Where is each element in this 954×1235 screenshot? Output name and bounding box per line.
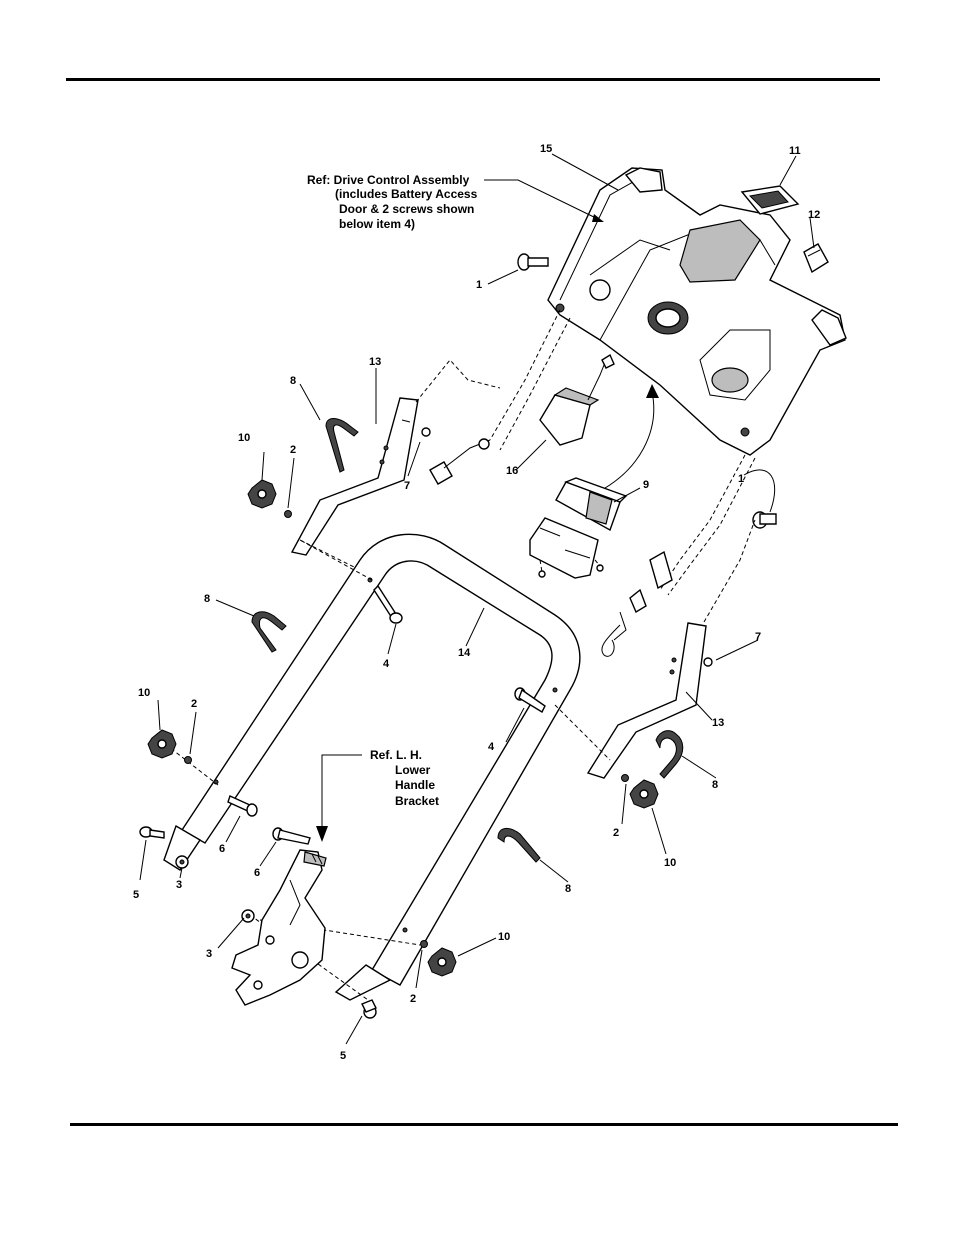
item-11-pad (742, 186, 798, 214)
callout-2-lower: 2 (410, 993, 416, 1005)
callout-10-upper: 10 (238, 432, 250, 444)
drive-control-note-line-1: Ref: Drive Control Assembly (307, 173, 470, 187)
callout-11: 11 (789, 145, 801, 157)
callout-2-left: 2 (191, 698, 197, 710)
item-16-charger (540, 355, 614, 445)
callout-5-left: 5 (133, 889, 139, 901)
callout-3-right: 3 (206, 948, 212, 960)
item-8-cable-tie (326, 419, 358, 473)
item-6-bolt-left (228, 796, 257, 816)
drive-control-note-line-2: (includes Battery Access (335, 187, 478, 201)
item-10-knob (428, 948, 456, 976)
drive-control-note-line-4: below item 4) (339, 217, 415, 231)
lower-bracket-note-line-1: Ref. L. H. (370, 748, 422, 762)
callout-9: 9 (643, 479, 649, 491)
callout-3-left: 3 (176, 879, 182, 891)
callout-2-right: 2 (613, 827, 619, 839)
item-12-switch (804, 244, 828, 272)
item-4-bolt-upper (374, 586, 402, 623)
callout-5-right: 5 (340, 1050, 346, 1062)
bracket-arrow-head (316, 826, 328, 842)
battery-tray (530, 518, 603, 578)
callout-4-upper: 4 (383, 658, 390, 670)
bracket-leader (322, 755, 362, 830)
control-cable (602, 455, 755, 656)
item-1-bolt-lower (753, 512, 776, 528)
callout-14: 14 (458, 647, 471, 659)
item-3-nut-right-hole (246, 914, 250, 918)
item-6-bolt-right (273, 828, 310, 844)
item-7-nut (704, 658, 712, 666)
callout-8-right: 8 (712, 779, 718, 791)
callout-8-upper: 8 (290, 375, 296, 387)
callout-1-upper: 1 (476, 279, 482, 291)
callout-15: 15 (540, 143, 552, 155)
arrow-head (646, 384, 659, 398)
callout-7-right: 7 (755, 631, 761, 643)
lower-bracket-note-line-3: Handle (395, 778, 435, 792)
item-10-knob (630, 780, 658, 808)
callout-4-lower: 4 (488, 741, 495, 753)
callout-13-left: 13 (369, 356, 381, 368)
item-3-nut-left-hole (180, 860, 184, 864)
callout-6-right: 6 (254, 867, 260, 879)
callout-10-left: 10 (138, 687, 150, 699)
item-2-washer (285, 511, 292, 518)
callout-12: 12 (808, 209, 820, 221)
item-2-washer (421, 941, 428, 948)
item-8-cable-tie (252, 612, 286, 652)
dash-guide (555, 705, 610, 760)
item-7-nut (422, 428, 430, 436)
item-13-upper-handle-left (292, 398, 418, 555)
item-9-battery (556, 478, 626, 530)
callout-16: 16 (506, 465, 518, 477)
item-8-cable-tie (498, 828, 540, 862)
wire-harness (430, 310, 570, 484)
lower-bracket-note-line-4: Bracket (395, 794, 439, 808)
item-1-bolt-upper (518, 254, 548, 270)
lower-handle-bracket (232, 850, 326, 1005)
item-2-washer (185, 757, 192, 764)
dash-guide (704, 520, 755, 622)
callout-8-left: 8 (204, 593, 210, 605)
battery-arrow (598, 392, 654, 492)
dash-guide (416, 360, 500, 402)
callout-2-upper: 2 (290, 444, 296, 456)
item-10-knob (148, 730, 176, 758)
callout-10-right: 10 (664, 857, 676, 869)
callout-7-left: 7 (404, 480, 410, 492)
drive-control-assembly (548, 168, 846, 455)
lower-bracket-note-line-2: Lower (395, 763, 431, 777)
item-8-cable-tie (656, 731, 683, 778)
item-5-bolt-right (362, 1000, 376, 1018)
drive-control-note-line-3: Door & 2 screws shown (339, 202, 474, 216)
callout-1-lower: 1 (738, 473, 744, 485)
item-5-bolt-left (140, 827, 164, 838)
callout-8-lower: 8 (565, 883, 571, 895)
callout-10-lower: 10 (498, 931, 510, 943)
item-10-knob (248, 480, 276, 508)
item-13-upper-handle-right (588, 623, 706, 778)
item-2-washer (622, 775, 629, 782)
callout-13-right: 13 (712, 717, 724, 729)
callout-6-left: 6 (219, 843, 225, 855)
